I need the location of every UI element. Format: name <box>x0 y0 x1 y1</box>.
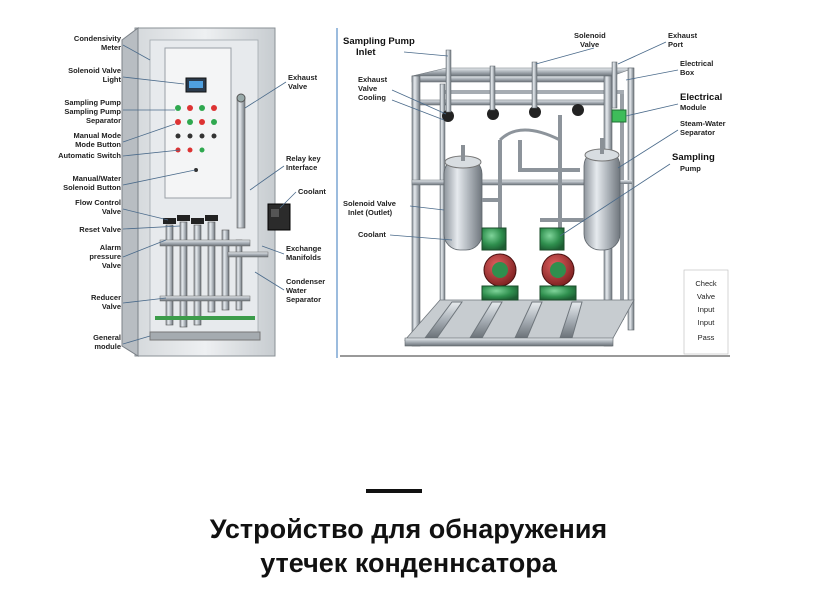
label-reset-valve: Reset Valve <box>79 225 121 234</box>
legend-valve: Valve <box>697 292 715 301</box>
pump-right <box>539 227 577 301</box>
caption-line-2: утечек конденнсатора <box>260 548 557 578</box>
label-automatic-switch: Automatic Switch <box>58 151 121 160</box>
frame-leaders <box>389 41 679 241</box>
cabinet-right-leaders <box>244 81 297 291</box>
caption-title: Устройство для обнаружения утечек конден… <box>0 512 817 580</box>
indicator-lights <box>175 105 217 172</box>
legend-check: Check <box>695 279 717 288</box>
check-valve-legend: Check Valve Input Input Pass <box>683 269 729 355</box>
label-coolant-right: Coolant <box>358 230 386 239</box>
caption-divider <box>366 489 422 493</box>
pump-left <box>481 227 519 301</box>
frame-illustration <box>340 49 730 357</box>
caption-line-1: Устройство для обнаружения <box>209 514 608 544</box>
legend-input-2: Input <box>698 318 716 327</box>
label-coolant-left: Coolant <box>298 187 326 196</box>
cabinet-pipework <box>165 221 243 328</box>
legend-input-1: Input <box>698 305 716 314</box>
cabinet-left-leaders <box>122 44 196 345</box>
legend-pass: Pass <box>698 333 715 342</box>
valve-knobs <box>442 104 627 123</box>
cabinet-illustration <box>121 27 291 357</box>
